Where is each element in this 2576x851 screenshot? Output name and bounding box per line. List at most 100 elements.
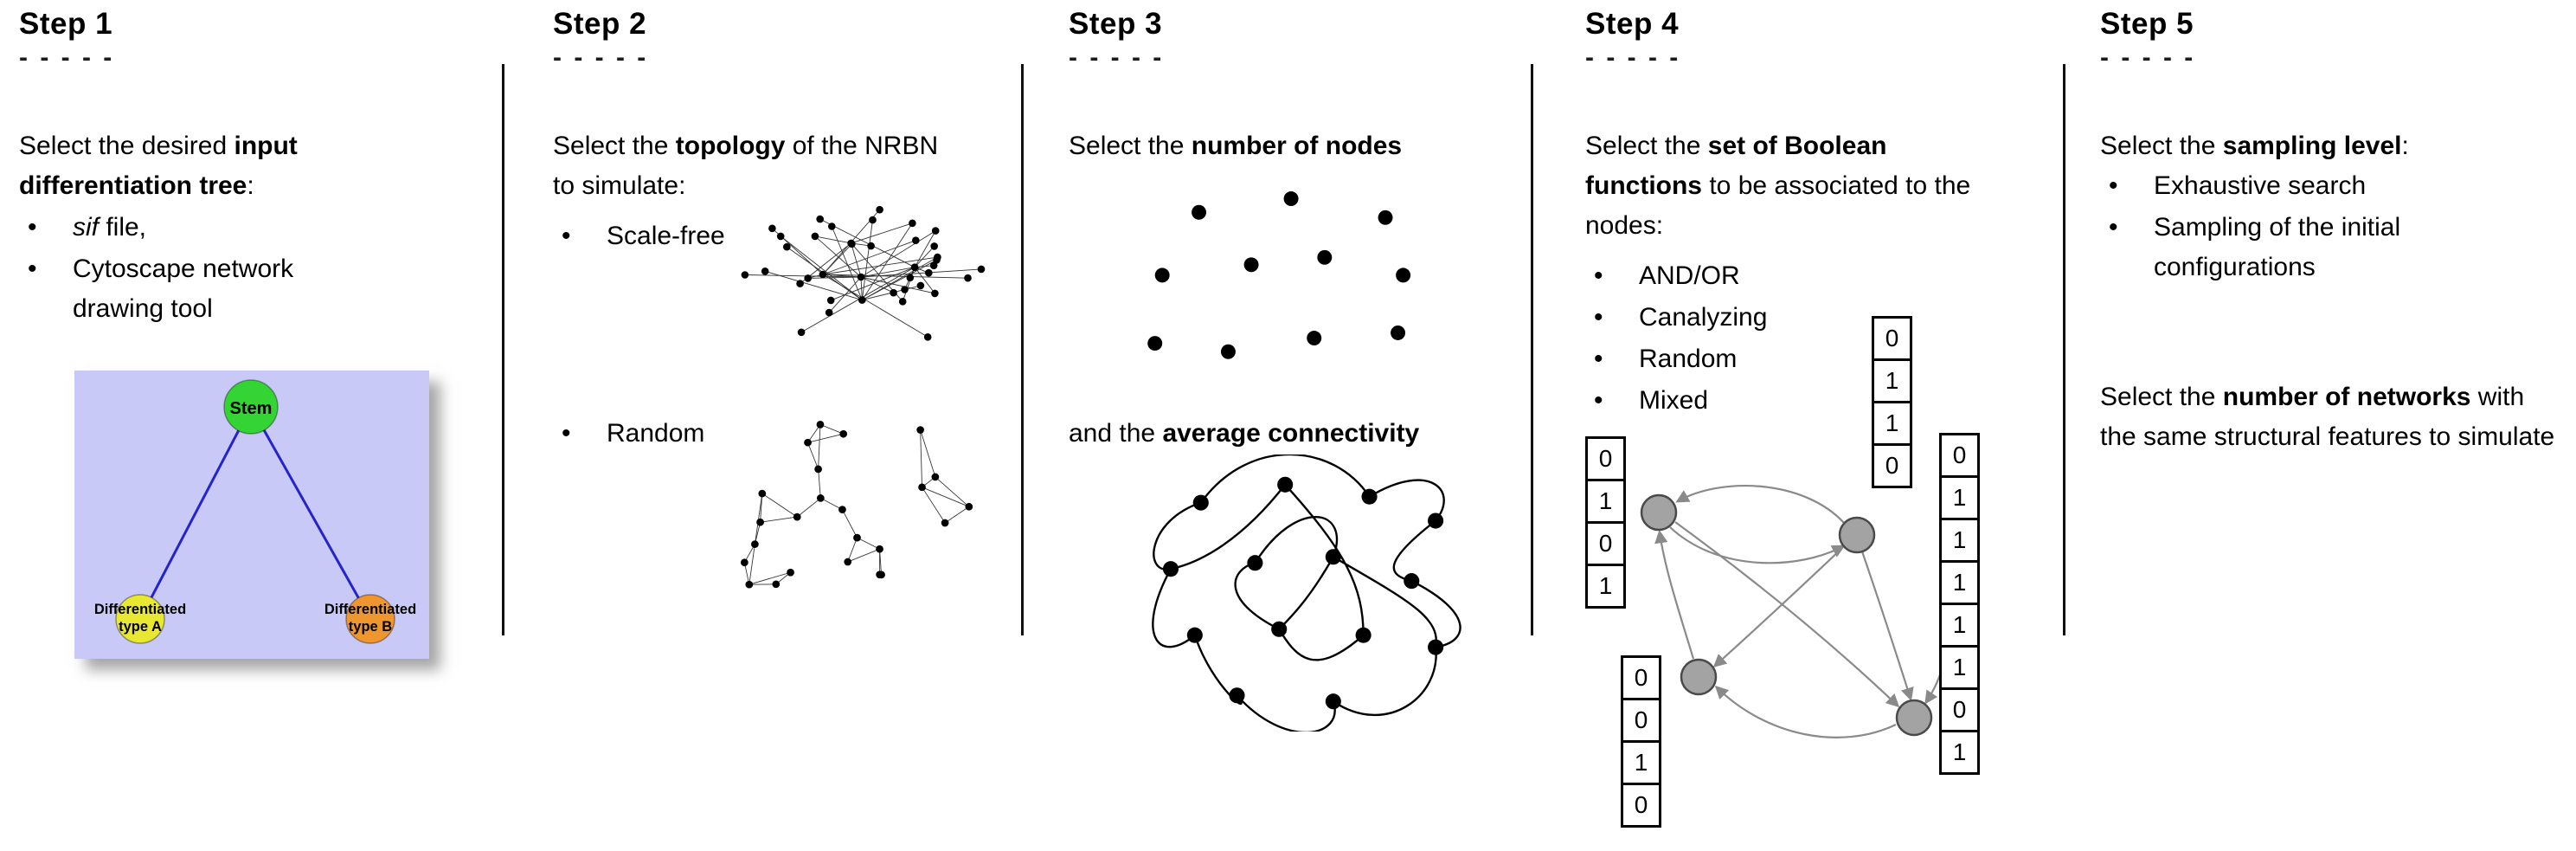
network-arrows bbox=[1654, 484, 1950, 738]
truth-table-top: 0 1 1 0 bbox=[1872, 316, 1912, 488]
step-5-title: Step 5 bbox=[2100, 7, 2194, 41]
step-4-instruction: Select the set of Boolean functions to b… bbox=[1585, 126, 1992, 246]
list-item-label: Random bbox=[607, 419, 705, 448]
truth-table-cell: 0 bbox=[1585, 436, 1626, 481]
step-5-instruction-networks: Select the number of networks with the s… bbox=[2100, 377, 2567, 457]
list-item-label: Canalyzing bbox=[1639, 303, 1768, 332]
truth-table-cell: 0 bbox=[1939, 687, 1980, 732]
type-a-label-line1: Differentiated bbox=[94, 602, 186, 617]
dashed-separator: - - - - - bbox=[1585, 43, 1681, 72]
random-network-graphic bbox=[741, 420, 973, 589]
differentiation-tree-image: Stem Differentiated type A Differentiate… bbox=[74, 371, 429, 659]
text-segment-bold: set of Boolean functions bbox=[1585, 132, 1887, 200]
truth-table-cell: 0 bbox=[1872, 316, 1912, 361]
step-3-column: Step 3 - - - - - Select the number of no… bbox=[1067, 0, 1521, 851]
step-1-column: Step 1 - - - - - Select the desired inpu… bbox=[17, 0, 485, 851]
truth-table-cell: 1 bbox=[1939, 560, 1980, 605]
dashed-separator: - - - - - bbox=[553, 43, 649, 72]
truth-table-left: 0 1 0 1 bbox=[1585, 436, 1626, 609]
dashed-separator: - - - - - bbox=[2100, 43, 2196, 72]
text-segment-bold: topology bbox=[675, 132, 786, 160]
column-divider bbox=[2063, 64, 2065, 635]
truth-table-cell: 0 bbox=[1585, 521, 1626, 566]
list-item-label: Sampling of the initial configurations bbox=[2154, 213, 2401, 281]
average-connectivity-graphic bbox=[1152, 455, 1461, 732]
dashed-separator: - - - - - bbox=[19, 43, 115, 72]
stem-node bbox=[223, 379, 279, 435]
truth-table-cell: 0 bbox=[1621, 783, 1661, 828]
step-2-instruction: Select the topology of the NRBN to simul… bbox=[553, 126, 960, 206]
text-segment: of the NRBN to simulate: bbox=[553, 132, 939, 200]
list-item-label: Scale-free bbox=[607, 222, 725, 250]
list-item: • Random bbox=[553, 414, 960, 454]
tree-edge-right bbox=[249, 406, 372, 620]
bullet-icon: • bbox=[1594, 303, 1603, 332]
truth-table-cell: 1 bbox=[1939, 730, 1980, 775]
step-5-column: Step 5 - - - - - Select the sampling lev… bbox=[2098, 0, 2570, 851]
stem-label: Stem bbox=[230, 399, 273, 418]
network-nodes bbox=[1640, 493, 1933, 737]
text-segment: Select the bbox=[2100, 132, 2223, 160]
differentiated-type-b-node bbox=[345, 594, 395, 644]
step-4-column: Step 4 - - - - - Select the set of Boole… bbox=[1584, 0, 2055, 851]
list-item-label: Exhaustive search bbox=[2154, 171, 2367, 200]
bullet-icon: • bbox=[28, 255, 37, 283]
bullet-icon: • bbox=[1594, 386, 1603, 415]
text-segment: Select the bbox=[553, 132, 676, 160]
truth-table-cell: 1 bbox=[1872, 401, 1912, 446]
scattered-nodes-graphic bbox=[1147, 191, 1411, 359]
type-b-label-line2: type B bbox=[349, 619, 393, 635]
list-item-label: Random bbox=[1639, 345, 1738, 373]
column-divider bbox=[1531, 64, 1533, 635]
text-segment-bold: number of networks bbox=[2222, 383, 2471, 411]
text-segment: Select the bbox=[2100, 383, 2223, 411]
node-dots bbox=[1147, 191, 1411, 359]
step-5-instruction: Select the sampling level: bbox=[2100, 126, 2567, 166]
text-segment-bold: average connectivity bbox=[1162, 419, 1420, 448]
gray-node bbox=[1838, 516, 1876, 554]
bullet-icon: • bbox=[2109, 213, 2118, 242]
truth-table-cell: 1 bbox=[1585, 564, 1626, 609]
scale-free-network-graphic bbox=[741, 205, 986, 341]
list-item: • AND/OR bbox=[1585, 256, 1992, 296]
truth-table-cell: 0 bbox=[1872, 443, 1912, 488]
bullet-icon: • bbox=[562, 222, 571, 250]
text-segment-bold: sampling level bbox=[2222, 132, 2402, 160]
truth-table-cell: 1 bbox=[1939, 645, 1980, 690]
node-dots bbox=[1162, 476, 1444, 710]
type-b-label-line1: Differentiated bbox=[324, 602, 416, 617]
truth-table-cell: 1 bbox=[1939, 475, 1980, 520]
text-segment: to be associated to the nodes: bbox=[1585, 171, 1971, 240]
text-segment-bold: input differentiation tree bbox=[19, 132, 298, 200]
bullet-icon: • bbox=[1594, 345, 1603, 373]
list-item: • Sampling of the initial configurations bbox=[2100, 208, 2567, 287]
list-item: • Scale-free bbox=[553, 216, 960, 256]
list-item-label: AND/OR bbox=[1639, 261, 1740, 290]
list-item: • sif file, bbox=[19, 208, 452, 248]
list-item-label: Mixed bbox=[1639, 386, 1709, 415]
gray-node bbox=[1680, 658, 1718, 696]
truth-table-cell: 1 bbox=[1621, 740, 1661, 785]
truth-table-cell: 1 bbox=[1585, 479, 1626, 524]
truth-table-cell: 1 bbox=[1939, 603, 1980, 648]
list-item: •Exhaustive search bbox=[2100, 166, 2567, 206]
step-2-title: Step 2 bbox=[553, 7, 647, 41]
text-segment-bold: number of nodes bbox=[1191, 132, 1403, 160]
truth-table-cell: 0 bbox=[1621, 655, 1661, 700]
text-segment: file, bbox=[99, 213, 147, 242]
differentiation-tree-svg: Stem Differentiated type A Differentiate… bbox=[74, 371, 429, 659]
list-item: • Cytoscape network drawing tool bbox=[19, 249, 452, 329]
gray-node bbox=[1895, 699, 1933, 737]
truth-table-cell: 0 bbox=[1621, 698, 1661, 743]
tree-edge-left bbox=[138, 406, 253, 620]
type-a-label-line2: type A bbox=[119, 619, 162, 635]
text-segment: Select the desired bbox=[19, 132, 234, 160]
bullet-icon: • bbox=[1594, 261, 1603, 290]
text-segment-italic: sif bbox=[73, 213, 99, 242]
dashed-separator: - - - - - bbox=[1069, 43, 1165, 72]
truth-table-right: 0 1 1 1 1 1 0 1 bbox=[1939, 433, 1980, 775]
step-3-instruction-nodes: Select the number of nodes bbox=[1069, 126, 1523, 166]
text-segment: : bbox=[2401, 132, 2409, 160]
step-2-column: Step 2 - - - - - Select the topology of … bbox=[551, 0, 1010, 851]
